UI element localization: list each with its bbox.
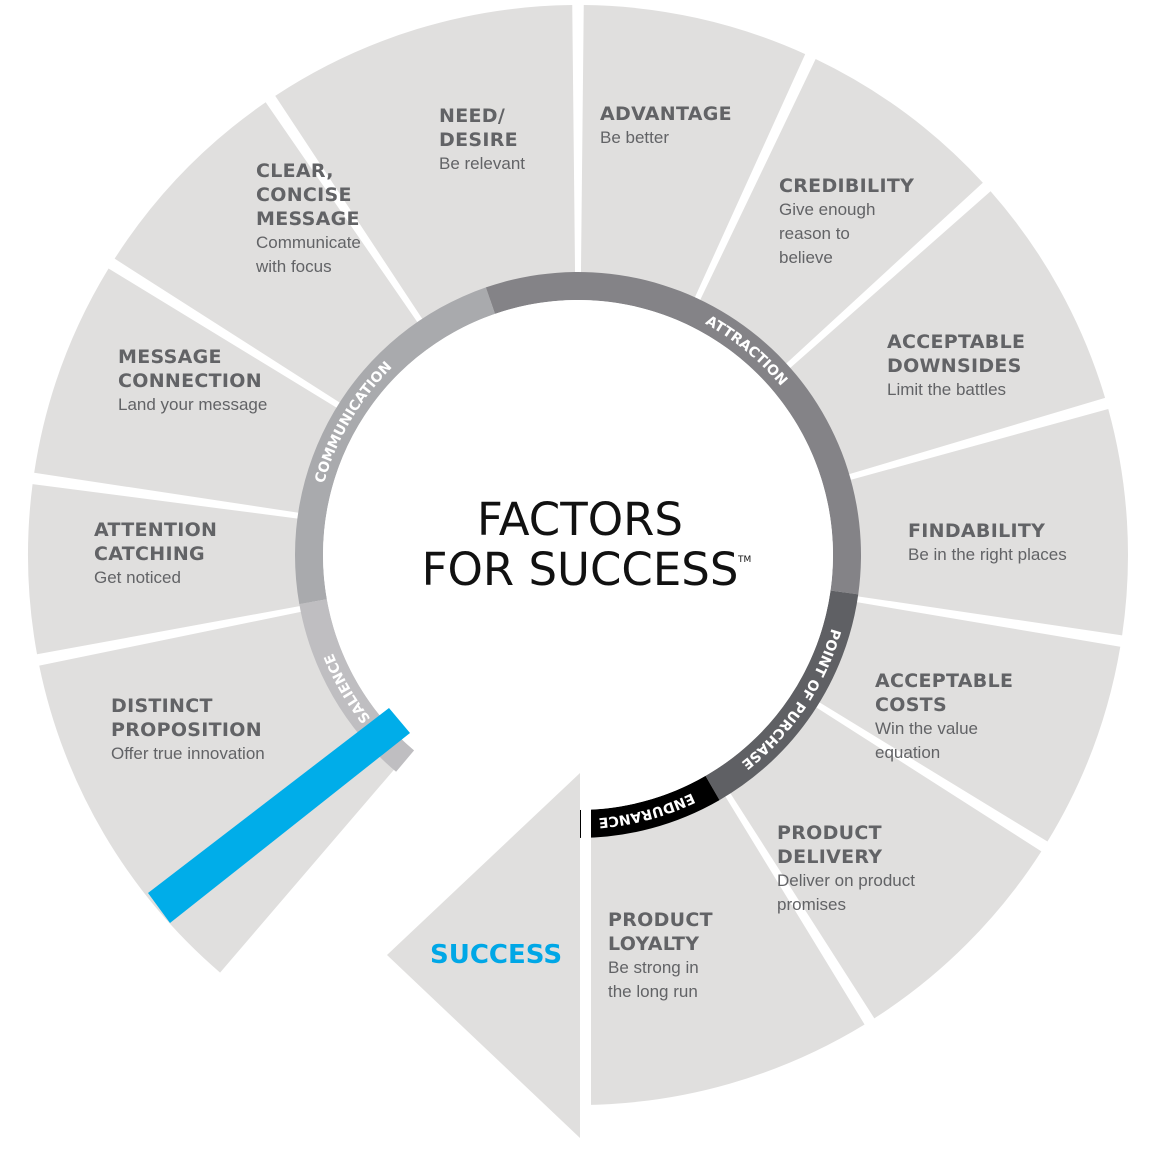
factor-title: NEED/ DESIRE xyxy=(439,105,518,151)
factor-title: FINDABILITY xyxy=(908,520,1046,542)
factor-label: ACCEPTABLE DOWNSIDES Limit the battles xyxy=(887,330,1025,402)
ring-stage-endurance xyxy=(578,775,720,839)
factor-subtitle: Be better xyxy=(600,128,669,147)
factor-subtitle: Be strong in the long run xyxy=(608,958,699,1001)
factor-label: ATTENTION CATCHING Get noticed xyxy=(94,518,217,590)
factor-segment xyxy=(580,785,865,1105)
factor-label: FINDABILITY Be in the right places xyxy=(908,519,1067,567)
factor-segment xyxy=(114,102,425,410)
factor-label: DISTINCT PROPOSITION Offer true innovatio… xyxy=(111,694,265,766)
factor-label: MESSAGE CONNECTION Land your message xyxy=(118,345,267,417)
ring-stage-attraction xyxy=(485,272,861,595)
factor-title: CLEAR, CONCISE MESSAGE xyxy=(256,160,360,230)
factor-title: PRODUCT LOYALTY xyxy=(608,909,713,955)
factor-segment xyxy=(723,700,1042,1019)
factor-segment xyxy=(808,600,1121,842)
factor-subtitle: Land your message xyxy=(118,395,268,414)
salience-start-bar xyxy=(148,708,410,923)
factor-subtitle: Get noticed xyxy=(94,568,181,587)
factor-title: PRODUCT DELIVERY xyxy=(777,822,883,868)
factor-segment xyxy=(580,5,806,310)
page-title: FACTORS FOR SUCCESS xyxy=(421,493,739,596)
factor-title: ADVANTAGE xyxy=(600,103,732,125)
factor-title: CREDIBILITY xyxy=(779,175,915,197)
ring-stage-communication xyxy=(295,287,495,605)
factor-subtitle: Be relevant xyxy=(439,154,525,173)
factor-subtitle: Give enough reason to believe xyxy=(779,200,876,267)
trademark-mark: TM xyxy=(738,555,752,565)
stage-ring xyxy=(295,272,861,839)
factor-subtitle: Deliver on product promises xyxy=(777,871,915,914)
factor-title: DISTINCT PROPOSITION xyxy=(111,695,262,741)
factor-title: ACCEPTABLE COSTS xyxy=(875,670,1014,716)
factor-title: MESSAGE CONNECTION xyxy=(118,346,262,392)
factor-label: ADVANTAGE Be better xyxy=(600,102,732,150)
factor-segment xyxy=(34,268,348,515)
factor-subtitle: Be in the right places xyxy=(908,545,1067,564)
success-arrow xyxy=(387,773,580,1138)
factor-label: NEED/ DESIRE Be relevant xyxy=(439,104,525,176)
factor-title: ATTENTION CATCHING xyxy=(94,519,218,565)
factor-label: CREDIBILITY Give enough reason to believe xyxy=(779,174,914,270)
factor-segment xyxy=(780,191,1106,478)
factor-subtitle: Offer true innovation xyxy=(111,744,265,763)
factor-segments xyxy=(27,5,1128,1105)
factor-segment xyxy=(275,5,576,330)
factor-segment xyxy=(27,484,313,655)
factor-subtitle: Win the value equation xyxy=(875,719,978,762)
success-label: SUCCESS xyxy=(430,940,563,970)
factor-segment xyxy=(838,408,1128,636)
factor-subtitle: Communicate with focus xyxy=(256,233,361,276)
factor-title: ACCEPTABLE DOWNSIDES xyxy=(887,331,1026,377)
factor-segment xyxy=(694,58,983,373)
ring-stage-point-of-purchase xyxy=(705,590,859,801)
factor-segment xyxy=(39,609,403,973)
factor-subtitle: Limit the battles xyxy=(887,380,1007,399)
